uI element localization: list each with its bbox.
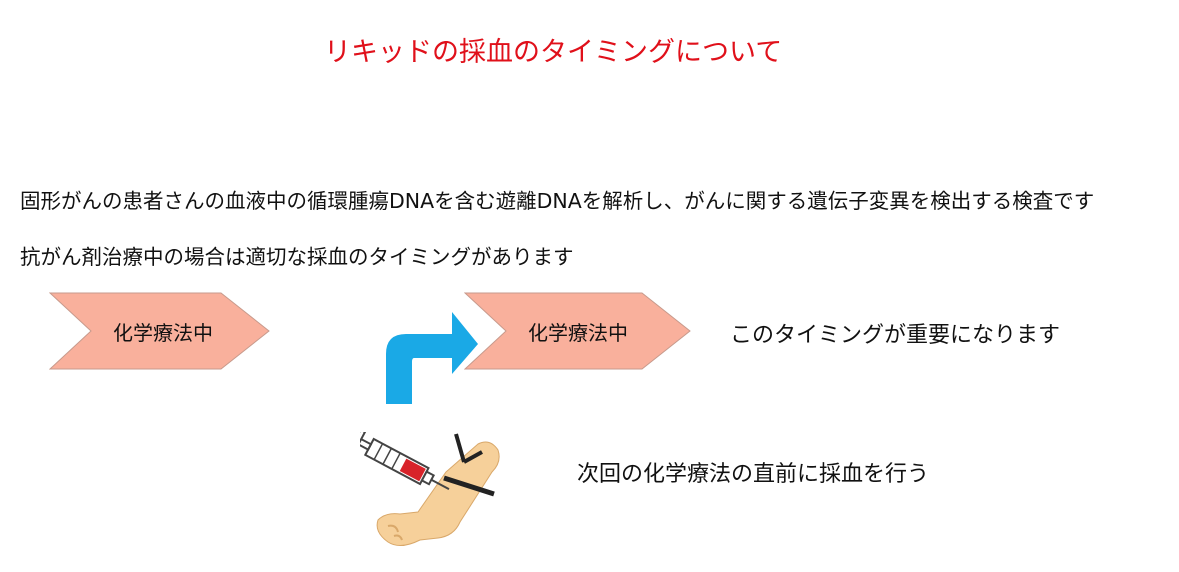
curved-arrow-icon — [386, 312, 478, 404]
blood-draw-note: 次回の化学療法の直前に採血を行う — [577, 462, 930, 487]
chemotherapy-step-2: 化学療法中 — [464, 292, 691, 370]
timing-important-note: このタイミングが重要になります — [730, 323, 1061, 348]
chevron-shape — [464, 292, 691, 370]
description-line-2: 抗がん剤治療中の場合は適切な採血のタイミングがあります — [20, 245, 574, 269]
step-2-label: 化学療法中 — [528, 320, 628, 345]
chevron-shape — [49, 292, 270, 370]
step-1-label: 化学療法中 — [113, 320, 213, 345]
chemotherapy-step-1: 化学療法中 — [49, 292, 270, 370]
description-line-1: 固形がんの患者さんの血液中の循環腫瘍DNAを含む遊離DNAを解析し、がんに関する… — [20, 189, 1095, 213]
syringe-arm-icon — [360, 432, 500, 546]
page-title: リキッドの採血のタイミングについて — [324, 37, 783, 68]
